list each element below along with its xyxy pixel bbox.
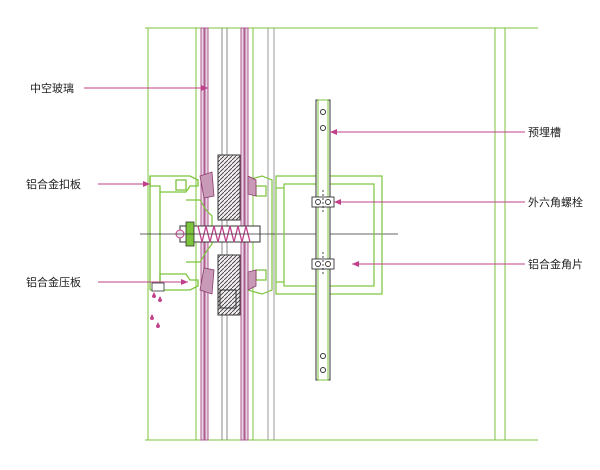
- rubber-gaskets: [199, 171, 257, 295]
- sealant-drops: [150, 282, 165, 328]
- embedded-channel: [315, 99, 331, 381]
- spacer-blocks: [217, 154, 241, 316]
- label-hex-bolt: 外六角螺栓: [528, 196, 583, 209]
- aluminum-cover-strip: [149, 175, 199, 291]
- label-aluminum-angle: 铝合金角片: [528, 258, 583, 271]
- label-insulating-glass: 中空玻璃: [30, 82, 74, 95]
- label-aluminum-cover-strip: 铝合金扣板: [26, 178, 81, 191]
- leader-lines: [84, 85, 525, 285]
- label-aluminum-pressure-plate: 铝合金压板: [26, 276, 81, 289]
- label-embedded-channel: 预埋槽: [528, 126, 561, 139]
